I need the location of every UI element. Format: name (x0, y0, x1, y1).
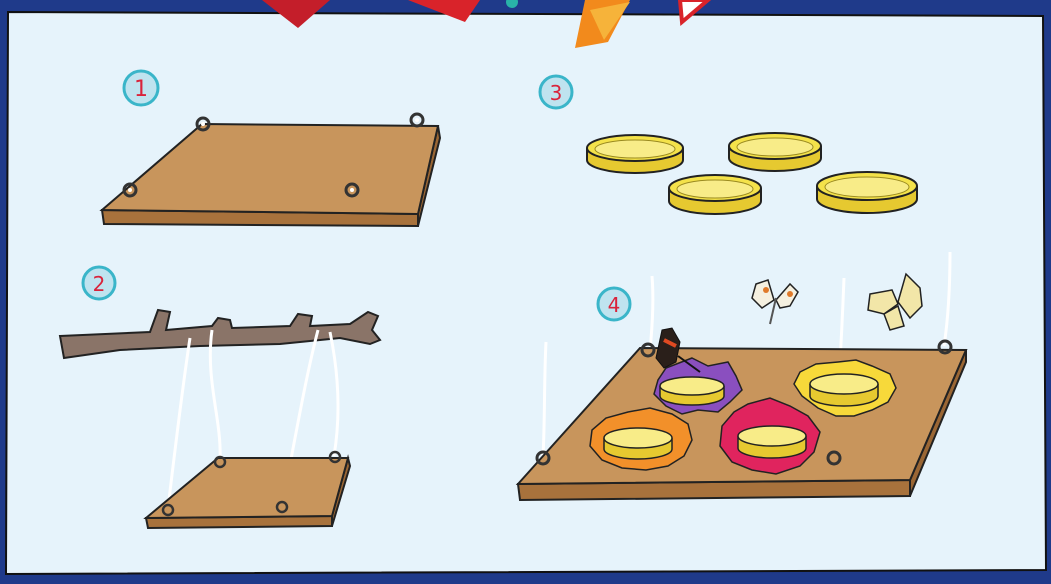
jar-lid-icon (817, 172, 917, 213)
bunting-bead-icon (506, 0, 518, 8)
step-2-badge: 2 (83, 267, 115, 299)
jar-lid-icon (587, 135, 683, 173)
step-3-number: 3 (550, 81, 563, 105)
jar-lid-icon (669, 175, 761, 214)
jar-lid-icon (738, 426, 806, 446)
jar-lid-icon (604, 428, 672, 448)
step-3-badge: 3 (540, 76, 572, 108)
jar-lid-icon (729, 133, 821, 171)
jar-lid-icon (660, 377, 724, 395)
step-2-number: 2 (93, 272, 106, 296)
step-4-badge: 4 (598, 288, 630, 320)
step-1-number: 1 (134, 77, 148, 102)
jar-lid-icon (810, 374, 878, 394)
step-1-badge: 1 (124, 71, 158, 105)
step-4-number: 4 (608, 293, 621, 317)
